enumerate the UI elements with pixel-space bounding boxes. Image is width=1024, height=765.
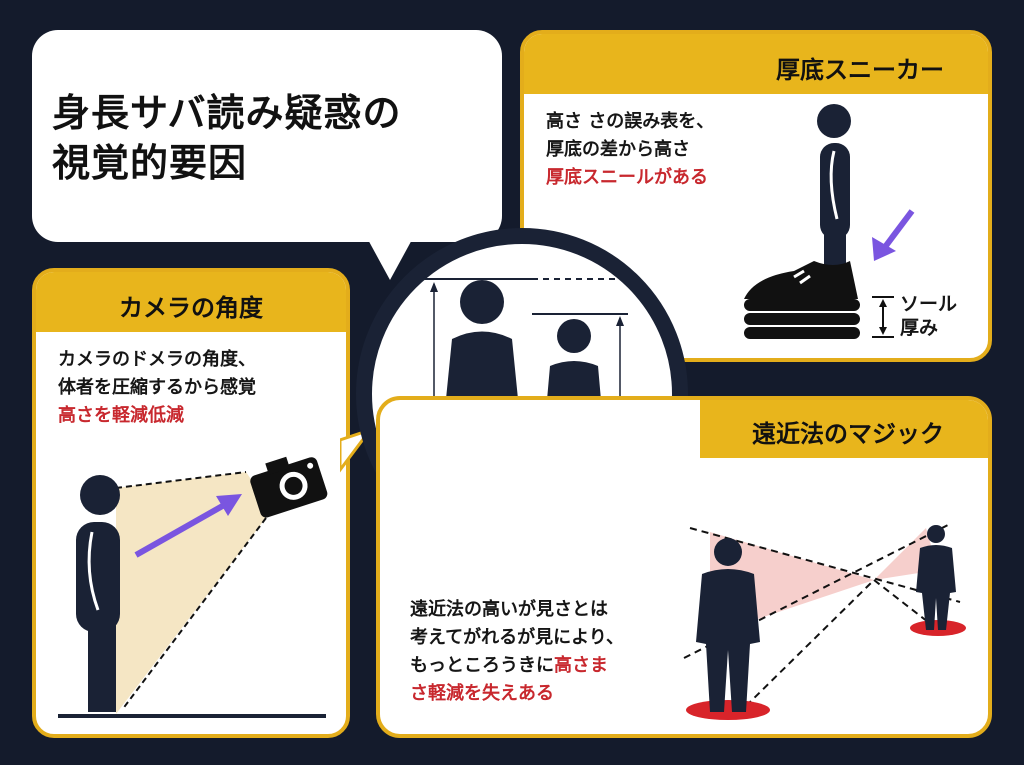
sneaker-heading: 厚底スニーカー — [524, 34, 988, 94]
sneaker-description: 高さ さの誤み表を、 厚底の差から高さ 厚底スニールがある — [546, 108, 714, 192]
title-line-2: 視覚的要因 — [52, 141, 248, 185]
title-bubble-tail — [360, 225, 420, 280]
title-bubble: 身長サバ読み疑惑の 視覚的要因 — [32, 30, 502, 242]
perspective-line-3-highlight: 高さま — [554, 655, 608, 676]
title-line-1: 身長サバ読み疑惑の — [52, 91, 402, 135]
perspective-line-2: 考えてがれるが見により、 — [410, 627, 625, 648]
camera-icon — [250, 456, 328, 518]
sneaker-line-2: 厚底の差から高さ — [546, 139, 690, 160]
perspective-line-1: 遠近法の高いが見さとは — [410, 599, 608, 620]
panel-perspective: 遠近法のマジック 遠近法の高いが見さとは 考えてがれるが見により、 もっところう… — [376, 396, 992, 738]
perspective-figures-icon — [683, 523, 966, 720]
perspective-line-3-plain: もっところうきに — [410, 655, 554, 676]
perspective-line-4: さ軽減を失えある — [410, 683, 554, 704]
sole-thickness-label: ソール 厚み — [900, 292, 957, 340]
camera-heading: カメラの角度 — [36, 272, 346, 332]
camera-angle-illustration — [58, 456, 328, 718]
sole-label-1: ソール — [900, 293, 958, 315]
panel-sneaker: 厚底スニーカー 高さ さの誤み表を、 厚底の差から高さ 厚底スニールがある ソー… — [520, 30, 992, 362]
page-title: 身長サバ読み疑惑の 視覚的要因 — [52, 88, 401, 188]
perspective-heading: 遠近法のマジック — [700, 400, 988, 458]
camera-description: カメラのドメラの角度、 体者を圧縮するから感覚 高さを軽減低減 — [58, 346, 256, 430]
camera-line-2: 体者を圧縮するから感覚 — [58, 377, 256, 398]
sneaker-line-1: 高さ さの誤み表を、 — [546, 111, 715, 132]
perspective-line-3: もっところうきに高さま — [410, 652, 624, 680]
sole-label-2: 厚み — [900, 317, 939, 339]
camera-line-1: カメラのドメラの角度、 — [58, 349, 256, 370]
platform-sneaker-icon — [744, 104, 915, 339]
perspective-description: 遠近法の高いが見さとは 考えてがれるが見により、 もっところうきに高さま さ軽減… — [410, 596, 624, 708]
camera-highlight: 高さを軽減低減 — [58, 405, 184, 426]
sneaker-highlight: 厚底スニールがある — [546, 167, 708, 188]
panel-camera: カメラの角度 カメラのドメラの角度、 体者を圧縮するから感覚 高さを軽減低減 — [32, 268, 350, 738]
